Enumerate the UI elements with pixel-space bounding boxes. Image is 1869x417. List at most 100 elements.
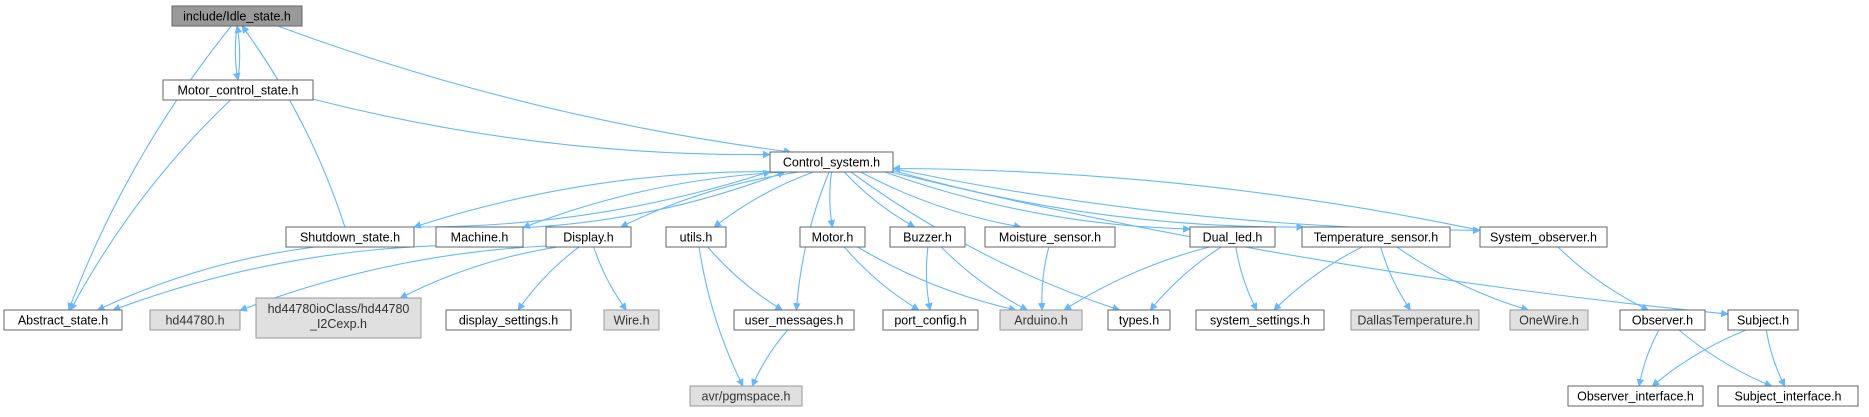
edge-temp-to-dallas bbox=[1380, 246, 1411, 311]
edge-display-to-hdio bbox=[399, 246, 558, 299]
node-machine[interactable]: Machine.h bbox=[435, 226, 524, 248]
node-box-dallas bbox=[1350, 309, 1480, 331]
node-label-moisture: Moisture_sensor.h bbox=[999, 231, 1101, 245]
node-wire[interactable]: Wire.h bbox=[603, 309, 660, 331]
node-label-abstract: Abstract_state.h bbox=[18, 314, 108, 328]
edge-display-to-dispset bbox=[517, 246, 580, 311]
node-box-usermsg bbox=[733, 309, 855, 331]
node-label-onewire: OneWire.h bbox=[1519, 314, 1579, 328]
node-subjiface[interactable]: Subject_interface.h bbox=[1717, 385, 1859, 407]
node-label-subject: Subject.h bbox=[1737, 314, 1789, 328]
node-dualled[interactable]: Dual_led.h bbox=[1189, 226, 1276, 248]
node-box-moisture bbox=[984, 226, 1116, 248]
node-motorctl[interactable]: Motor_control_state.h bbox=[162, 79, 314, 101]
node-obsiface[interactable]: Observer_interface.h bbox=[1567, 385, 1704, 407]
edge-motor-to-arduino bbox=[857, 246, 1017, 313]
node-types[interactable]: types.h bbox=[1107, 309, 1171, 331]
edge-motorctl-to-abstract bbox=[70, 99, 231, 311]
edge-control-to-machine bbox=[522, 171, 785, 229]
node-subject[interactable]: Subject.h bbox=[1727, 309, 1799, 331]
node-box-shutdown bbox=[285, 226, 415, 248]
node-control[interactable]: Control_system.h bbox=[769, 151, 894, 173]
edge-control-to-moisture bbox=[860, 171, 1022, 230]
node-hdio[interactable]: hd44780ioClass/hd44780_I2Cexp.h bbox=[255, 297, 422, 339]
edge-control-to-motor bbox=[827, 171, 835, 228]
edge-temp-to-onewire bbox=[1396, 246, 1529, 312]
edge-subject-to-subjiface bbox=[1765, 329, 1786, 387]
node-label-observer: Observer.h bbox=[1632, 314, 1693, 328]
node-box-portcfg bbox=[882, 309, 979, 331]
node-label-avr: avr/pgmspace.h bbox=[702, 390, 791, 404]
node-label-dispset: display_settings.h bbox=[459, 314, 558, 328]
node-display[interactable]: Display.h bbox=[545, 226, 632, 248]
node-label-machine: Machine.h bbox=[451, 231, 509, 245]
node-label-wire: Wire.h bbox=[613, 314, 649, 328]
node-box-arduino bbox=[999, 309, 1083, 331]
edge-display-to-wire bbox=[593, 246, 627, 311]
node-dallas[interactable]: DallasTemperature.h bbox=[1350, 309, 1480, 331]
node-label-display: Display.h bbox=[563, 231, 614, 245]
node-box-wire bbox=[603, 309, 660, 331]
node-label-hdio-line2: _I2Cexp.h bbox=[309, 317, 367, 331]
node-dispset[interactable]: display_settings.h bbox=[445, 309, 572, 331]
node-label-syssettings: system_settings.h bbox=[1210, 314, 1310, 328]
edge-control-to-types bbox=[850, 171, 1121, 312]
edge-dualled-to-syssettings bbox=[1235, 246, 1258, 311]
node-observer[interactable]: Observer.h bbox=[1619, 309, 1706, 331]
edge-control-to-subject bbox=[890, 171, 1729, 318]
node-idle[interactable]: include/Idle_state.h bbox=[171, 5, 303, 27]
node-usermsg[interactable]: user_messages.h bbox=[733, 309, 855, 331]
node-moisture[interactable]: Moisture_sensor.h bbox=[984, 226, 1116, 248]
node-syssettings[interactable]: system_settings.h bbox=[1195, 309, 1325, 331]
node-box-dispset bbox=[445, 309, 572, 331]
edge-control-to-sysobs bbox=[892, 167, 1481, 235]
edge-motor-to-portcfg bbox=[843, 246, 920, 311]
node-shutdown[interactable]: Shutdown_state.h bbox=[285, 226, 415, 248]
node-box-types bbox=[1107, 309, 1171, 331]
node-motor[interactable]: Motor.h bbox=[799, 226, 866, 248]
edge-control-to-shutdown bbox=[413, 171, 771, 229]
edge-shutdown-to-idle bbox=[241, 25, 346, 228]
edge-idle-to-control bbox=[277, 25, 792, 155]
edge-observer-to-subjiface bbox=[1678, 329, 1773, 387]
node-label-motor: Motor.h bbox=[812, 231, 854, 245]
node-arduino[interactable]: Arduino.h bbox=[999, 309, 1083, 331]
node-hd44780[interactable]: hd44780.h bbox=[149, 309, 241, 331]
edge-machine-to-control bbox=[522, 170, 786, 229]
node-box-machine bbox=[435, 226, 524, 248]
node-box-control bbox=[769, 151, 894, 173]
edge-shutdown-to-abstract bbox=[96, 246, 316, 311]
node-box-idle bbox=[171, 5, 303, 27]
node-box-subject bbox=[1727, 309, 1799, 331]
edge-observer-to-obsiface bbox=[1636, 329, 1660, 387]
node-box-dualled bbox=[1189, 226, 1276, 248]
edge-usermsg-to-avr bbox=[751, 329, 789, 387]
node-label-arduino: Arduino.h bbox=[1014, 314, 1068, 328]
node-label-usermsg: user_messages.h bbox=[745, 314, 844, 328]
node-box-motorctl bbox=[162, 79, 314, 101]
edge-machine-to-abstract bbox=[112, 245, 437, 312]
edge-temp-to-syssettings bbox=[1273, 246, 1363, 311]
node-avr[interactable]: avr/pgmspace.h bbox=[689, 385, 803, 407]
node-box-utils bbox=[665, 226, 727, 248]
node-onewire[interactable]: OneWire.h bbox=[1509, 309, 1589, 331]
node-label-motorctl: Motor_control_state.h bbox=[178, 84, 299, 98]
edge-idle-to-abstract bbox=[67, 25, 232, 311]
node-abstract[interactable]: Abstract_state.h bbox=[3, 309, 123, 331]
node-label-hdio: hd44780ioClass/hd44780 bbox=[268, 302, 410, 316]
node-box-temp bbox=[1301, 226, 1451, 248]
node-box-abstract bbox=[3, 309, 123, 331]
node-utils[interactable]: utils.h bbox=[665, 226, 727, 248]
node-portcfg[interactable]: port_config.h bbox=[882, 309, 979, 331]
edge-control-to-display bbox=[620, 171, 800, 228]
node-temp[interactable]: Temperature_sensor.h bbox=[1301, 226, 1451, 248]
node-label-dualled: Dual_led.h bbox=[1203, 231, 1263, 245]
edge-utils-to-avr bbox=[698, 246, 744, 387]
node-label-idle: include/Idle_state.h bbox=[183, 10, 291, 24]
node-box-avr bbox=[689, 385, 803, 407]
node-sysobs[interactable]: System_observer.h bbox=[1479, 226, 1608, 248]
edge-subject-to-obsiface bbox=[1651, 329, 1747, 387]
node-box-hd44780 bbox=[149, 309, 241, 331]
node-buzzer[interactable]: Buzzer.h bbox=[889, 226, 966, 248]
node-box-obsiface bbox=[1567, 385, 1704, 407]
